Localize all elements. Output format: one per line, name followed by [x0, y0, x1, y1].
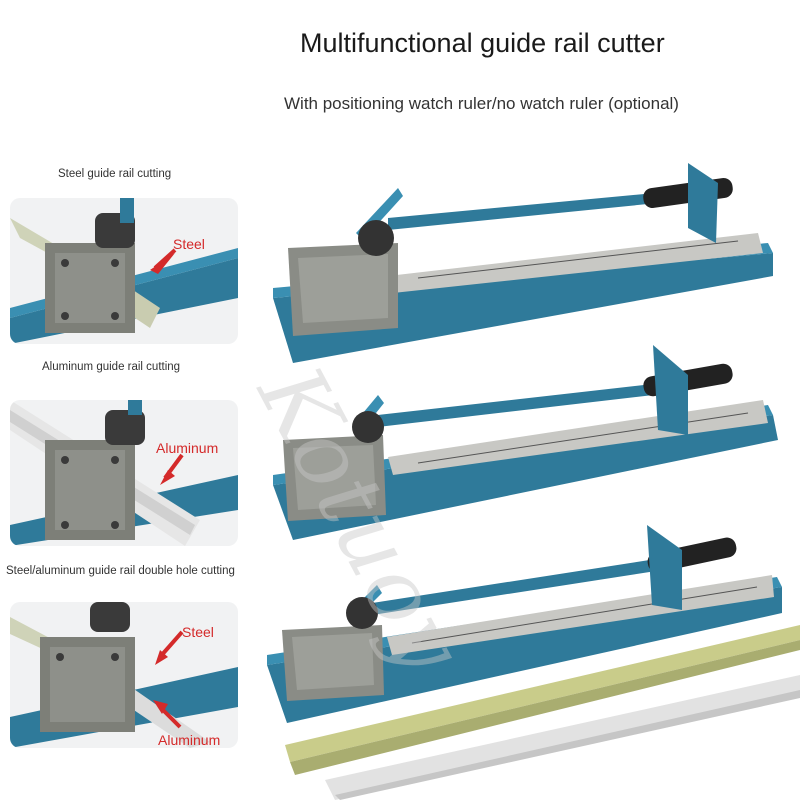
panel-caption-steel: Steel guide rail cutting [58, 168, 172, 180]
cutter-machine-image-3 [267, 525, 782, 723]
label-aluminum: Aluminum [156, 440, 219, 456]
cutter-machine-image-2 [273, 345, 778, 540]
loose-rails-image [285, 625, 800, 800]
thumbnail-double-hole-cutting: Steel Aluminum [10, 602, 238, 748]
label-aluminum-2: Aluminum [158, 732, 221, 748]
thumbnail-steel-cutting: Steel [10, 198, 238, 344]
panel-caption-double-hole: Steel/aluminum guide rail double hole cu… [6, 565, 235, 577]
cutter-machine-image-1 [273, 163, 773, 363]
page-subtitle: With positioning watch ruler/no watch ru… [284, 94, 679, 113]
thumbnail-aluminum-cutting: Aluminum [10, 400, 238, 546]
page-title: Multifunctional guide rail cutter [300, 28, 665, 58]
label-steel-2: Steel [182, 624, 214, 640]
panel-caption-aluminum: Aluminum guide rail cutting [42, 361, 181, 373]
label-steel: Steel [173, 236, 205, 252]
